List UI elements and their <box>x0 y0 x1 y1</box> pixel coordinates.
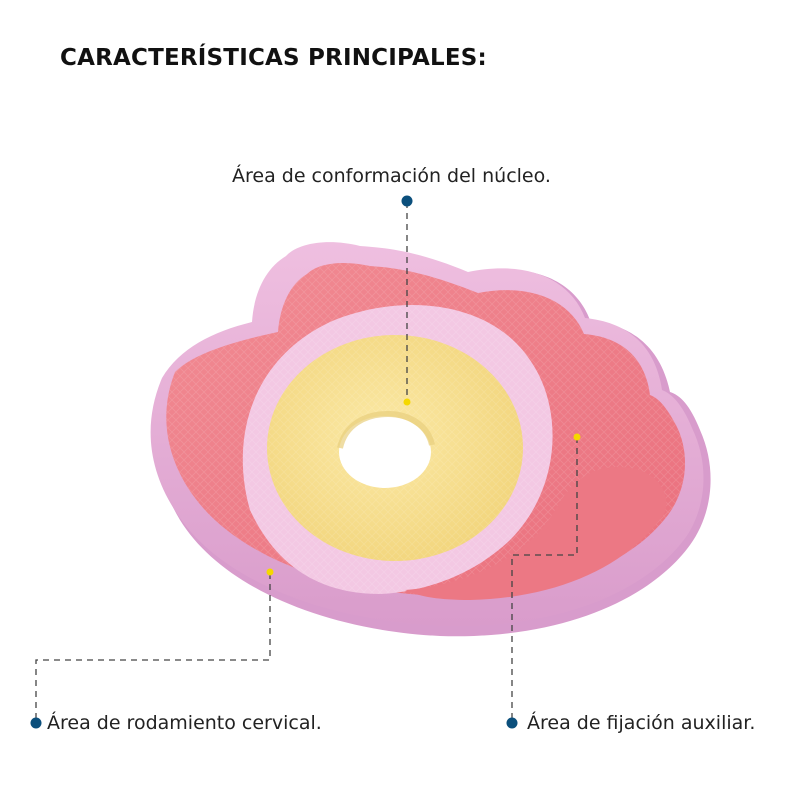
label-core-area: Área de conformación del núcleo. <box>232 165 551 187</box>
page-title: CARACTERÍSTICAS PRINCIPALES: <box>60 45 487 71</box>
label-cervical-area: Área de rodamiento cervical. <box>47 712 322 734</box>
anchor-dot-core <box>403 398 411 406</box>
leader-line-cervical <box>35 573 271 722</box>
leader-lines <box>35 202 578 722</box>
marker-dot-fixation <box>506 717 518 729</box>
anchor-dot-cervical <box>266 568 274 576</box>
lower-body-sweep <box>405 466 667 600</box>
leader-line-fixation <box>511 437 578 722</box>
anchor-dot-fixation <box>573 433 581 441</box>
label-fixation-area: Área de fijación auxiliar. <box>527 712 756 734</box>
marker-dot-cervical <box>30 717 42 729</box>
center-hole <box>339 416 431 488</box>
marker-dot-core <box>401 195 413 207</box>
